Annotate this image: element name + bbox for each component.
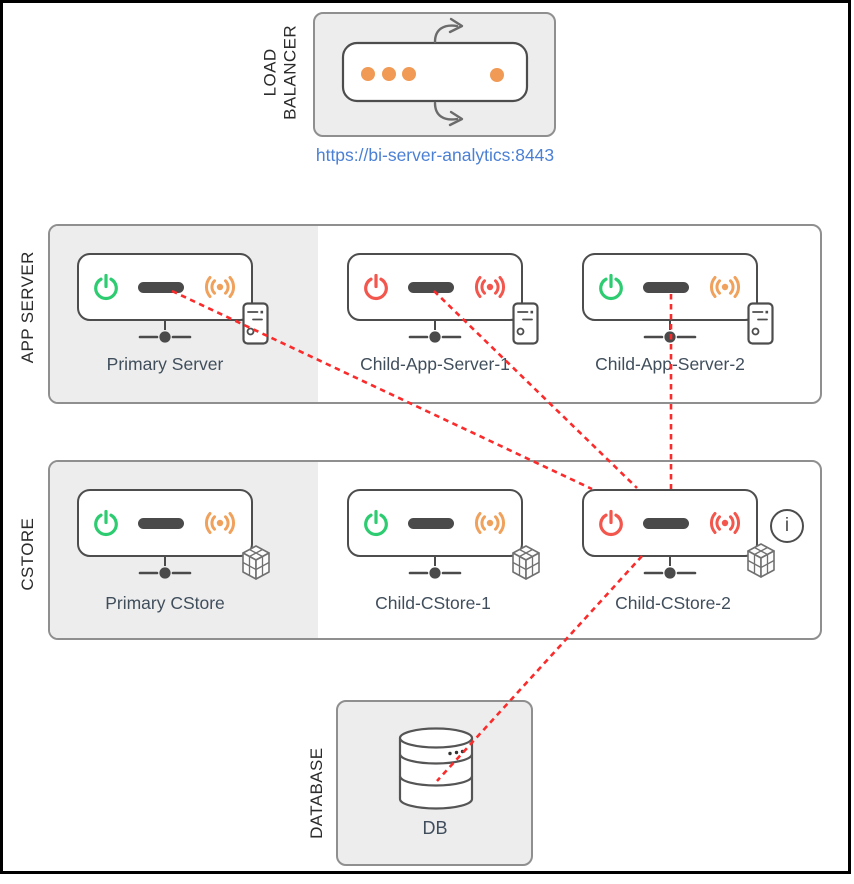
broadcast-icon [202, 274, 238, 300]
server-tower-icon [512, 302, 539, 345]
status-dash [643, 517, 689, 529]
db-label: DB [422, 818, 448, 838]
power-icon [597, 273, 625, 302]
package-boxes-icon [508, 543, 544, 583]
status-dash [138, 517, 184, 529]
package-boxes-icon [743, 541, 779, 581]
node-label-primary-cstore: Primary CStore [105, 593, 225, 613]
power-icon [362, 509, 390, 538]
package-boxes-icon [238, 543, 274, 583]
power-icon [92, 273, 120, 302]
status-dash [408, 517, 454, 529]
load-balancer-node[interactable] [313, 12, 556, 137]
network-connector-icon [137, 557, 193, 581]
node-child-app-server-2[interactable] [582, 253, 758, 321]
server-tower-icon [747, 302, 774, 345]
node-label-primary-server: Primary Server [106, 354, 224, 374]
broadcast-icon [202, 510, 238, 536]
load-balancer-section-label: LOAD BALANCER [260, 24, 300, 120]
load-balancer-url[interactable]: https://bi-server-analytics:8443 [315, 145, 555, 165]
load-balancer-icon [341, 17, 529, 127]
node-label-child-cstore-2: Child-CStore-2 [615, 593, 731, 613]
app-server-section-label: APP SERVER [17, 251, 37, 364]
status-dash [408, 281, 454, 293]
cstore-section-label: CSTORE [17, 517, 37, 591]
node-label-child-cstore-1: Child-CStore-1 [375, 593, 491, 613]
network-connector-icon [407, 321, 463, 345]
database-section-label: DATABASE [306, 747, 326, 839]
node-child-cstore-2[interactable] [582, 489, 758, 557]
broadcast-icon [707, 510, 743, 536]
database-cylinder-icon[interactable] [396, 726, 476, 819]
power-icon [597, 509, 625, 538]
network-connector-icon [642, 557, 698, 581]
power-icon [92, 509, 120, 538]
broadcast-icon [472, 510, 508, 536]
network-connector-icon [642, 321, 698, 345]
node-label-child-app-server-2: Child-App-Server-2 [595, 354, 745, 374]
cycle-arrows [433, 17, 464, 127]
info-icon[interactable]: i [770, 509, 804, 543]
node-child-app-server-1[interactable] [347, 253, 523, 321]
server-tower-icon [242, 302, 269, 345]
node-primary-cstore[interactable] [77, 489, 253, 557]
power-icon [362, 273, 390, 302]
network-connector-icon [137, 321, 193, 345]
broadcast-icon [707, 274, 743, 300]
node-child-cstore-1[interactable] [347, 489, 523, 557]
queue-dots [361, 67, 504, 82]
status-dash [643, 281, 689, 293]
broadcast-icon [472, 274, 508, 300]
network-connector-icon [407, 557, 463, 581]
node-primary-server[interactable] [77, 253, 253, 321]
node-label-child-app-server-1: Child-App-Server-1 [360, 354, 510, 374]
status-dash [138, 281, 184, 293]
